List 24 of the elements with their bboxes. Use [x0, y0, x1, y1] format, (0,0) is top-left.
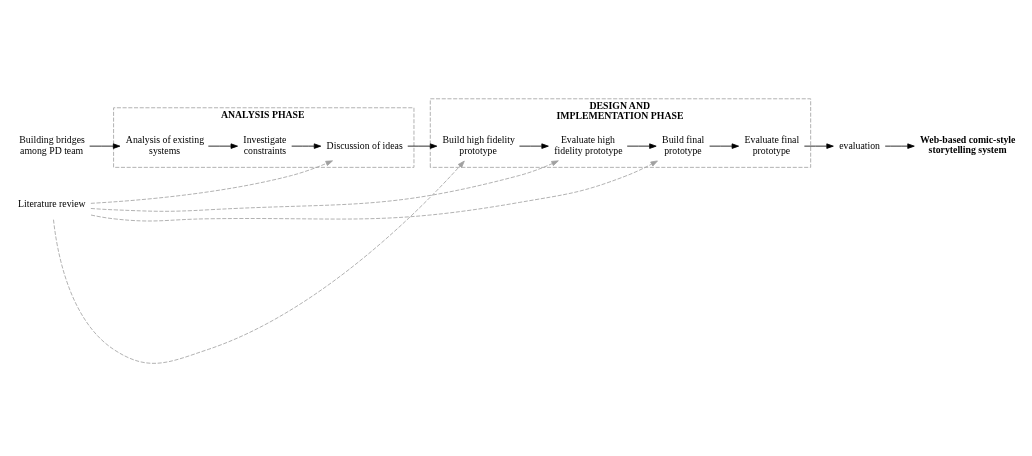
arrow	[291, 143, 322, 149]
arrow	[626, 143, 657, 149]
node-text: Analysis of existing systems	[125, 134, 205, 156]
node-text: Build final prototype	[662, 134, 705, 156]
arrow	[709, 143, 739, 149]
node-text: Literature review	[18, 198, 86, 210]
arrow	[89, 143, 121, 149]
arrow	[90, 160, 333, 204]
arrow	[884, 143, 915, 149]
arrow	[519, 143, 549, 149]
arrow	[207, 143, 238, 149]
arrow	[53, 160, 465, 364]
node-text: Web-based comic-style storytelling system	[920, 134, 1016, 156]
node-text: Build high fidelity prototype	[442, 134, 515, 156]
node-text: Evaluate final prototype	[744, 134, 800, 156]
arrow	[803, 143, 834, 149]
arrow	[90, 160, 658, 222]
node-text: evaluation	[839, 139, 880, 151]
node-text: Investigate constraints	[243, 134, 287, 156]
node-text: Building bridges among PD team	[19, 134, 85, 156]
arrow	[90, 160, 559, 212]
arrow	[407, 143, 438, 149]
node-text: Discussion of ideas	[326, 139, 403, 151]
node-text: Evaluate high fidelity prototype	[554, 134, 623, 156]
